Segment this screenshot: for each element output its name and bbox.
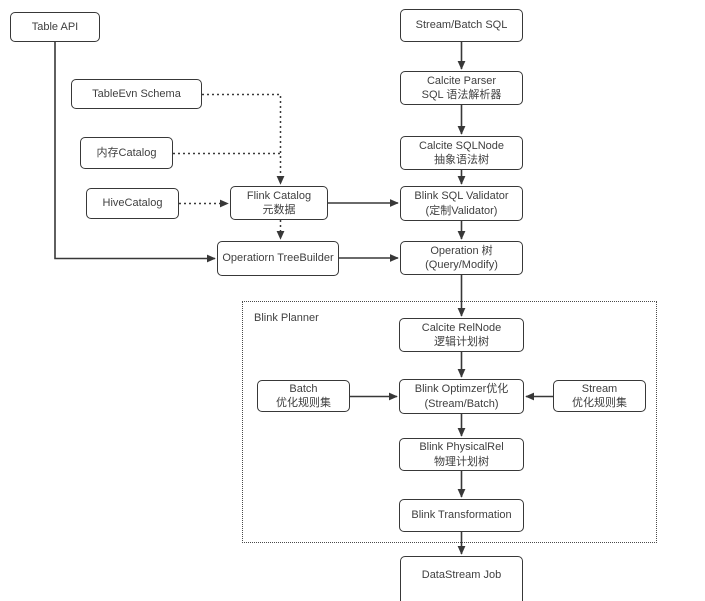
node-flink-catalog: Flink Catalog 元数据 [230, 186, 328, 220]
node-blink-transformation: Blink Transformation [399, 499, 524, 532]
node-table-api: Table API [10, 12, 100, 42]
node-label: Calcite RelNode [421, 321, 502, 334]
node-calcite-parser: Calcite Parser SQL 语法解析器 [400, 71, 523, 105]
node-label: 抽象语法树 [434, 154, 489, 166]
node-label: Batch [289, 382, 318, 395]
blink-planner-group-outline: Blink Planner [242, 301, 657, 543]
node-label: Stream [581, 382, 618, 395]
node-blink-sql-validator: Blink SQL Validator (定制Validator) [400, 186, 523, 221]
node-calcite-sqlnode: Calcite SQLNode 抽象语法树 [400, 136, 523, 170]
node-label: (Stream/Batch) [424, 397, 499, 410]
node-label: Operation 树 [430, 244, 493, 257]
node-batch-rules: Batch 优化规则集 [257, 380, 350, 412]
node-calcite-relnode: Calcite RelNode 逻辑计划树 [399, 318, 524, 352]
node-label: SQL 语法解析器 [421, 89, 502, 101]
node-label: Blink PhysicalRel [419, 441, 504, 454]
node-label: Blink SQL Validator [414, 190, 509, 203]
node-label: 优化规则集 [276, 397, 331, 409]
node-blink-physicalrel: Blink PhysicalRel 物理计划树 [399, 438, 524, 471]
blink-planner-group-label: Blink Planner [254, 312, 319, 324]
node-label: 逻辑计划树 [434, 336, 489, 348]
node-stream-rules: Stream 优化规则集 [553, 380, 646, 412]
node-label: (定制Validator) [425, 204, 498, 217]
node-stream-batch-sql: Stream/Batch SQL [400, 9, 523, 42]
node-label: (Query/Modify) [425, 259, 498, 271]
node-label: HiveCatalog [102, 197, 163, 210]
node-label: DataStream Job [421, 568, 502, 581]
node-label: Blink Transformation [411, 509, 512, 522]
node-label: Calcite SQLNode [419, 139, 504, 152]
node-label: 内存Catalog [96, 146, 157, 159]
node-label: 元数据 [262, 204, 296, 216]
edge-tableevnschema-to-flinkcatalog-dotted [202, 93, 285, 185]
node-hive-catalog: HiveCatalog [86, 188, 179, 219]
node-label: 物理计划树 [434, 455, 489, 468]
node-label: Calcite Parser [426, 74, 497, 87]
node-label: Blink Optimzer优化 [414, 383, 509, 396]
node-label: Stream/Batch SQL [415, 19, 508, 32]
node-label: 优化规则集 [572, 397, 627, 409]
node-operatiorn-treebuilder: Operatiorn TreeBuilder [217, 241, 339, 276]
node-label: Table API [31, 20, 79, 33]
node-memory-catalog: 内存Catalog [80, 137, 173, 169]
node-label: Operatiorn TreeBuilder [222, 252, 334, 265]
node-label: Flink Catalog [246, 189, 312, 202]
node-tableevn-schema: TableEvn Schema [71, 79, 202, 109]
node-operation-tree: Operation 树 (Query/Modify) [400, 241, 523, 275]
node-datastream-job: DataStream Job [400, 556, 523, 601]
node-blink-optimizer: Blink Optimzer优化 (Stream/Batch) [399, 379, 524, 414]
node-label: TableEvn Schema [92, 87, 181, 100]
